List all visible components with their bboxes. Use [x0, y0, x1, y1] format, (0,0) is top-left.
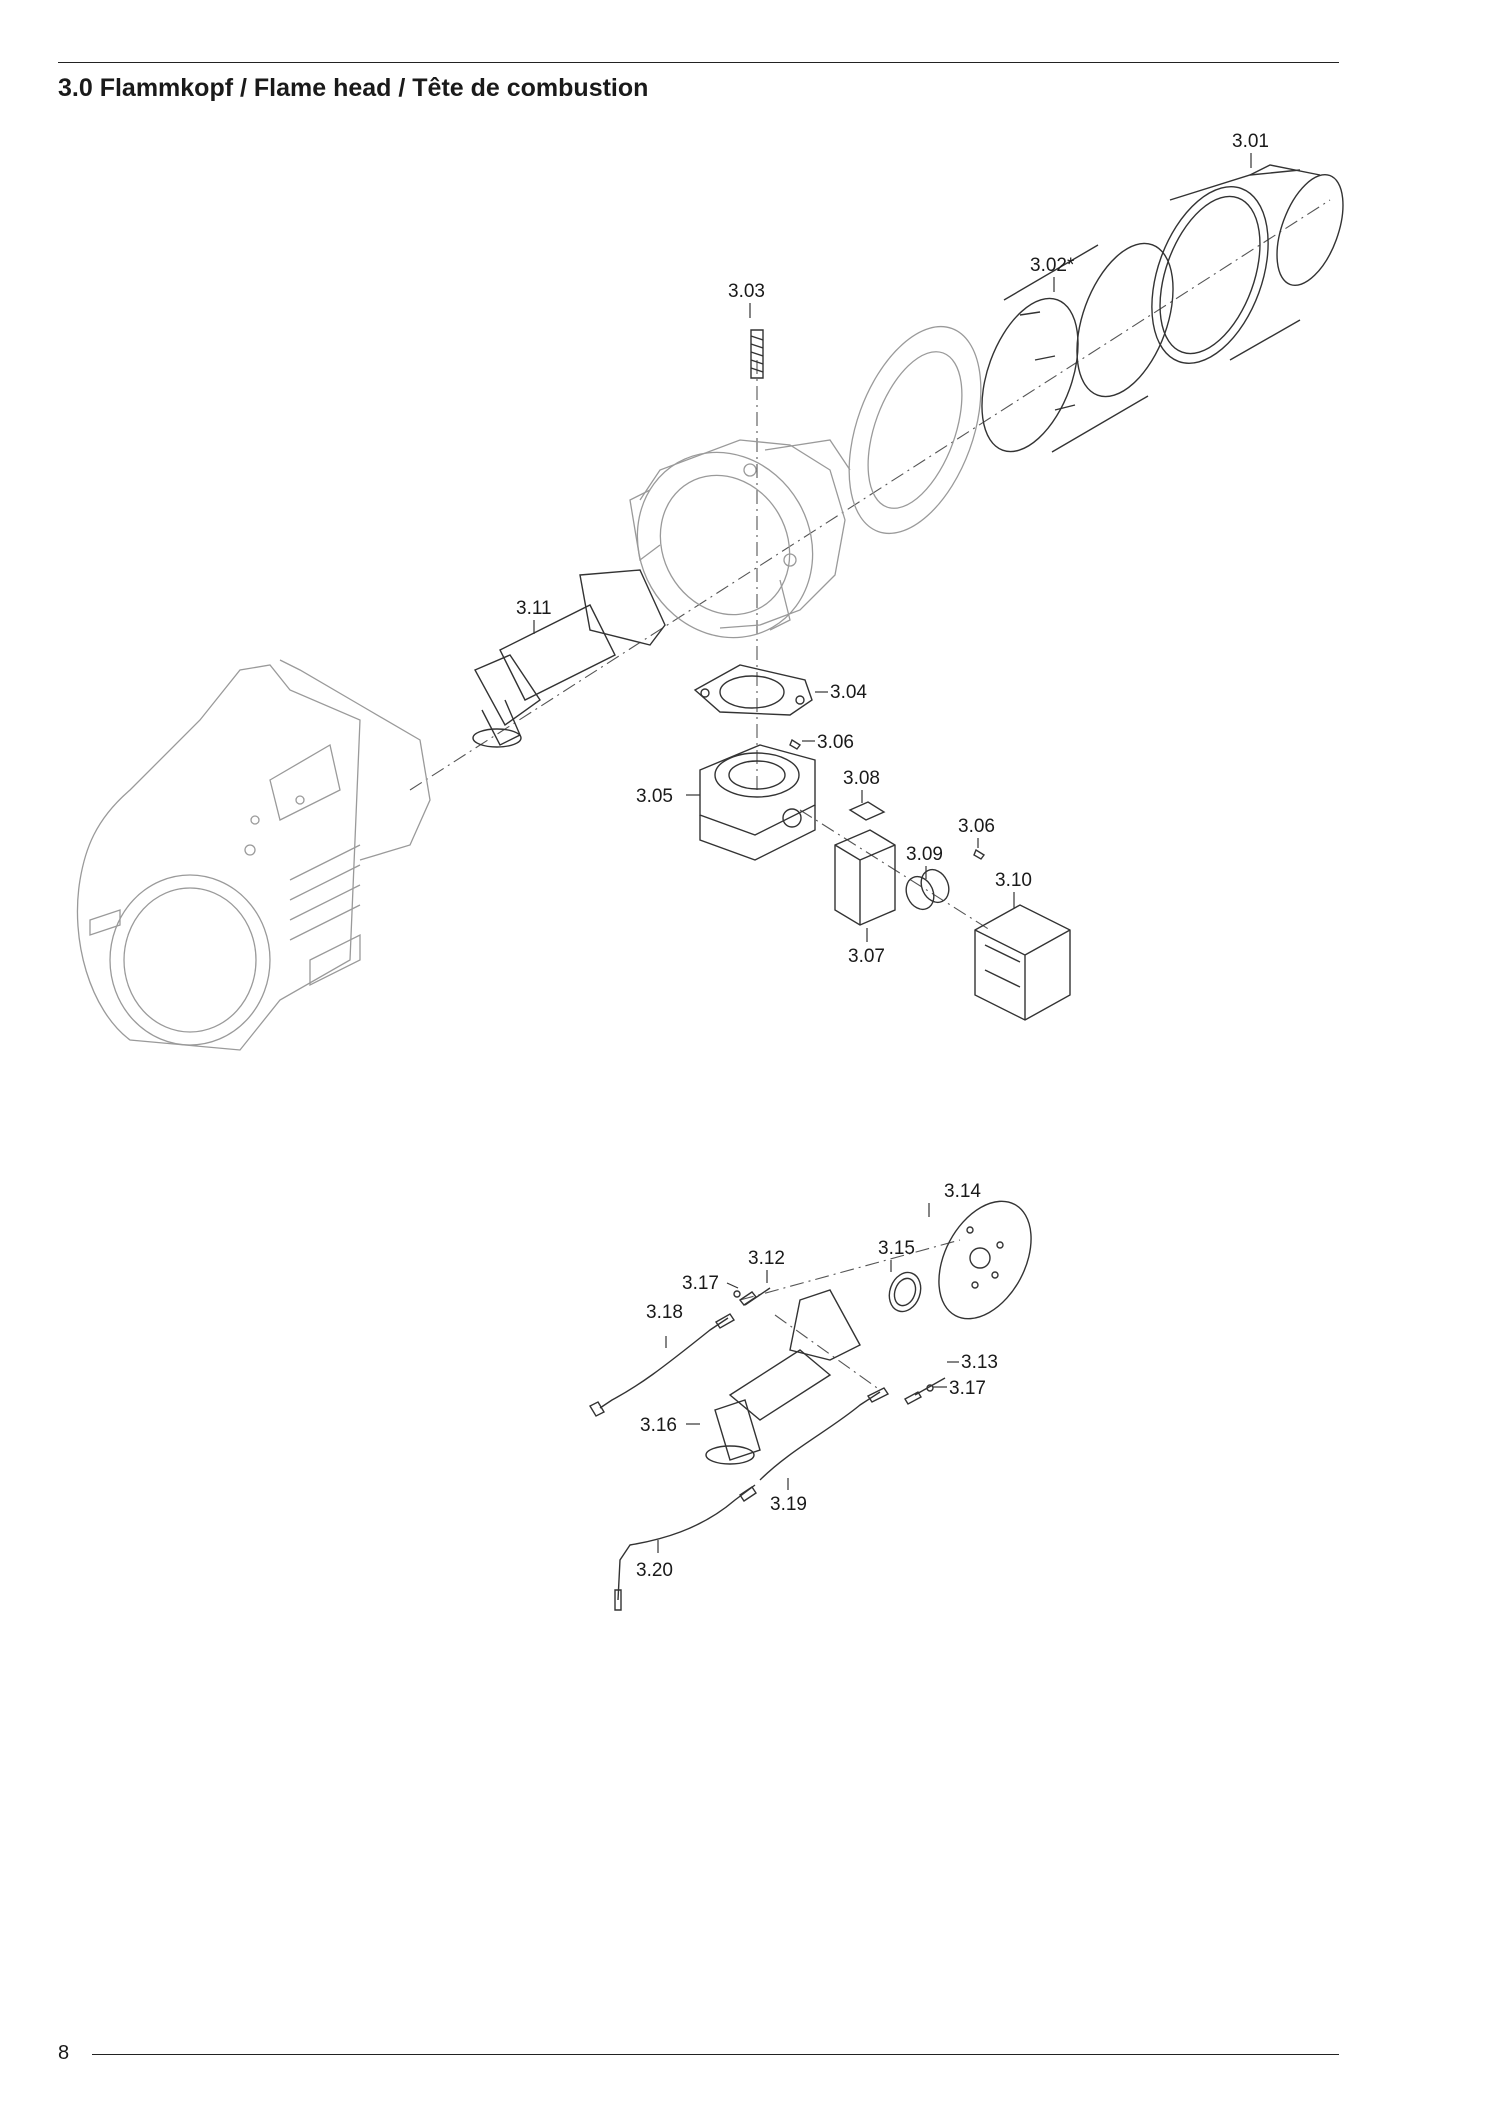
callout-3-20: 3.20	[636, 1560, 673, 1581]
header-rule	[58, 62, 1339, 63]
burner-housing-drawing	[76, 659, 431, 1051]
callout-3-13: 3.13	[961, 1352, 998, 1373]
part-3-20-drawing	[614, 1484, 757, 1611]
callout-3-10: 3.10	[995, 870, 1032, 891]
callout-3-02: 3.02*	[1030, 255, 1075, 276]
callout-3-06: 3.06	[958, 816, 995, 837]
callout-3-11: 3.11	[516, 598, 552, 619]
part-3-02-drawing	[981, 242, 1174, 453]
assembly-axis-main	[409, 199, 1331, 791]
callout-3-01: 3.01	[1232, 131, 1269, 152]
callout-3-08: 3.08	[843, 768, 880, 789]
part-3-16-drawing	[705, 1289, 861, 1465]
part-3-10-drawing	[974, 904, 1071, 1021]
flange-housing-drawing	[629, 439, 851, 639]
gasket-drawing	[848, 325, 982, 535]
part-3-14-drawing	[938, 1200, 1032, 1320]
part-3-13-drawing	[904, 1377, 946, 1405]
lower-axis-2	[774, 1314, 881, 1391]
callout-3-03: 3.03	[728, 281, 765, 302]
part-3-15-drawing	[888, 1271, 922, 1313]
callout-3-07: 3.07	[848, 946, 885, 967]
page-number: 8	[58, 2042, 70, 2064]
callout-3-17: 3.17	[949, 1378, 986, 1399]
footer-rule	[92, 2054, 1339, 2055]
callout-3-18: 3.18	[646, 1302, 683, 1323]
callout-3-09: 3.09	[906, 844, 943, 865]
part-3-18-drawing	[589, 1313, 735, 1417]
callout-3-05: 3.05	[636, 786, 673, 807]
part-3-09-drawing	[905, 868, 950, 911]
callout-3-12: 3.12	[748, 1248, 785, 1269]
part-3-04-drawing	[693, 664, 813, 716]
part-3-05-drawing	[699, 744, 816, 861]
callout-3-16: 3.16	[640, 1415, 677, 1436]
callout-3-15: 3.15	[878, 1238, 915, 1259]
part-3-06-drawing	[789, 738, 986, 860]
part-3-08-drawing	[848, 801, 886, 821]
callout-leaders	[533, 153, 1252, 1553]
callout-3-19: 3.19	[770, 1494, 807, 1515]
part-3-11-drawing	[472, 569, 666, 748]
page-title: 3.0 Flammkopf / Flame head / Tête de com…	[58, 74, 649, 102]
lower-axis	[739, 1239, 961, 1301]
callout-3-06: 3.06	[817, 732, 854, 753]
part-3-19-drawing	[759, 1387, 890, 1481]
callout-3-04: 3.04	[830, 682, 867, 703]
part-3-01-drawing	[1151, 164, 1344, 364]
callout-3-17: 3.17	[682, 1273, 719, 1294]
part-3-07-drawing	[834, 829, 896, 926]
callout-3-14: 3.14	[944, 1181, 981, 1202]
part-3-12-drawing	[738, 1287, 771, 1306]
part-3-03-drawing	[750, 329, 764, 379]
